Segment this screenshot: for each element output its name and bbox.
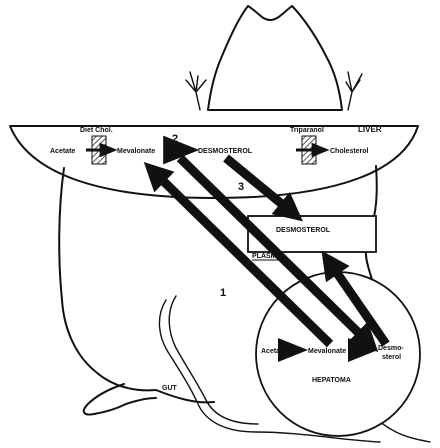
cholesterol-liver-label: Cholesterol: [330, 148, 369, 155]
acetate-liver-label: Acetate: [50, 148, 75, 155]
desmosterol-plasma-label: DESMOSTEROL: [276, 227, 331, 234]
arrow-3-desmosterol-to-plasma: [226, 158, 294, 214]
step-3-label: 3: [238, 181, 244, 193]
acetate-hepatoma-label: Acetate: [261, 348, 286, 355]
hepatoma-label: HEPATOMA: [312, 377, 351, 384]
mevalonate-hepatoma-label: Mevalonate: [308, 348, 346, 355]
desmosterol-hepatoma-label-2: sterol: [382, 354, 401, 361]
triparanol-label: Triparanol: [290, 127, 324, 134]
rat-tail-inner: [169, 296, 258, 424]
step-1-label: 1: [220, 287, 226, 299]
diet-chol-label: Diet Chol.: [80, 127, 113, 134]
liver-label: LIVER: [358, 125, 382, 134]
rat-left-paw: [186, 72, 206, 110]
desmosterol-liver-label: DESMOSTEROL: [198, 148, 253, 155]
step-2-label: 2: [172, 133, 178, 145]
rat-right-paw: [346, 72, 362, 110]
arrow-1-mevalonate-to-liver: [152, 170, 330, 344]
rat-head: [208, 6, 342, 110]
rat-hind-foot: [84, 384, 156, 415]
mevalonate-liver-label: Mevalonate: [117, 148, 155, 155]
gut-label: GUT: [162, 385, 178, 392]
